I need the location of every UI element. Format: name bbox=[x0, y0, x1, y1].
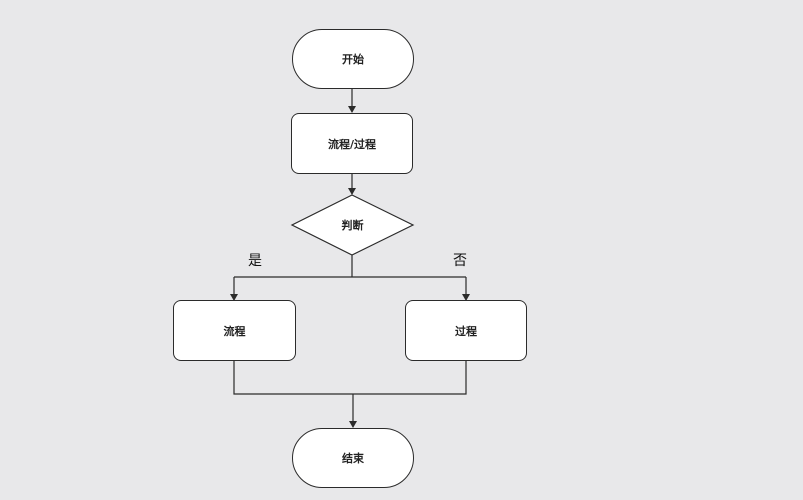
start-node: 开始 bbox=[292, 29, 414, 89]
process-main-label: 流程/过程 bbox=[327, 137, 377, 151]
branch-no-label: 否 bbox=[453, 253, 467, 269]
branch-yes-label: 是 bbox=[248, 253, 262, 269]
process-no-node: 过程 bbox=[405, 300, 527, 361]
end-node-label: 结束 bbox=[342, 452, 364, 465]
process-yes-node: 流程 bbox=[173, 300, 296, 361]
process-no-label: 过程 bbox=[455, 324, 477, 338]
decision-node-label: 判断 bbox=[341, 219, 364, 232]
start-node-label: 开始 bbox=[342, 53, 364, 66]
end-node: 结束 bbox=[292, 428, 414, 488]
edge-merge bbox=[233, 361, 467, 395]
process-yes-label: 流程 bbox=[223, 324, 246, 338]
process-main-node: 流程/过程 bbox=[291, 113, 413, 174]
